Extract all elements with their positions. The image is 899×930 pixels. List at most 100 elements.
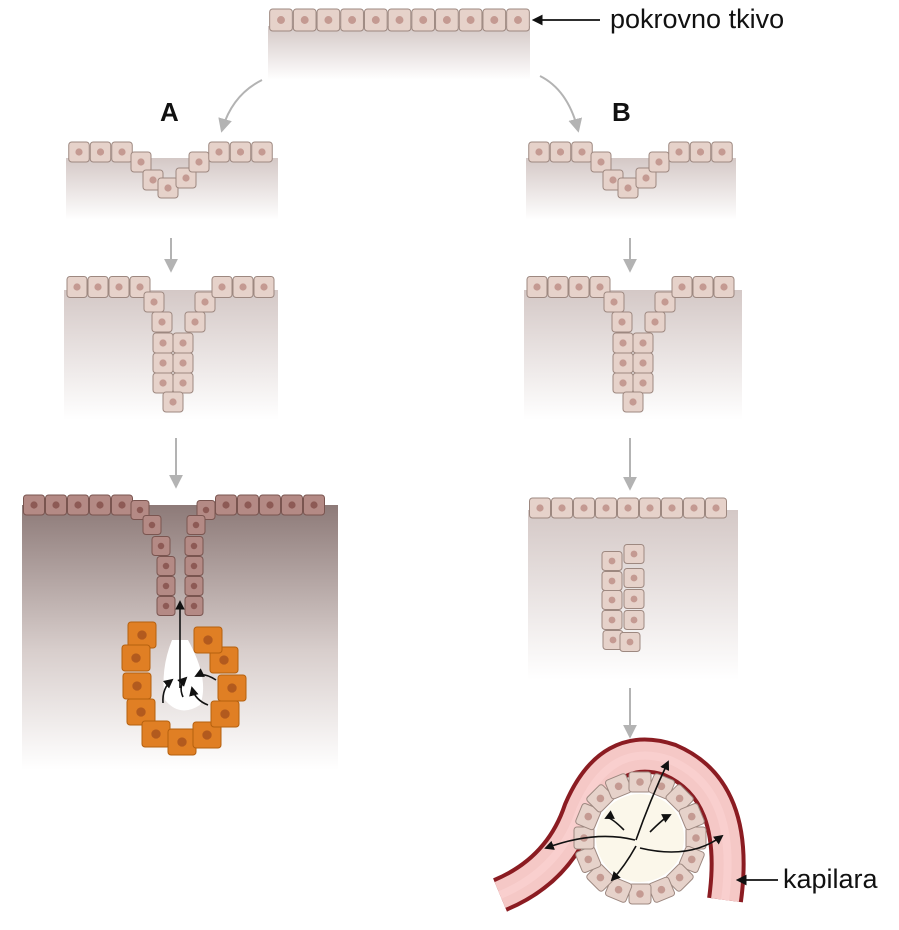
cell-nucleus bbox=[190, 542, 198, 550]
cell-nucleus bbox=[179, 379, 187, 387]
cell-nucleus bbox=[348, 16, 357, 24]
cell-nucleus bbox=[675, 794, 684, 803]
secretion-arrow-3 bbox=[189, 686, 209, 706]
cell-nucleus bbox=[535, 148, 543, 156]
cell-nucleus bbox=[630, 574, 638, 582]
cell-nucleus bbox=[201, 298, 209, 306]
cell-nucleus bbox=[554, 283, 562, 291]
cell-nucleus bbox=[584, 855, 593, 864]
cell-nucleus bbox=[74, 501, 82, 509]
cell-nucleus bbox=[608, 577, 616, 585]
epithelial-cells bbox=[23, 8, 735, 756]
cell-nucleus bbox=[630, 550, 638, 558]
cell-nucleus bbox=[636, 890, 644, 898]
cell-nucleus bbox=[699, 283, 707, 291]
cell-nucleus bbox=[675, 148, 683, 156]
cell-nucleus bbox=[609, 176, 617, 184]
path-a-label: A bbox=[160, 97, 179, 127]
cell-nucleus bbox=[630, 616, 638, 624]
cell-nucleus bbox=[687, 812, 696, 821]
capillary-center bbox=[498, 751, 732, 901]
cell-nucleus bbox=[395, 16, 404, 24]
cell-nucleus bbox=[179, 359, 187, 367]
cell-nucleus bbox=[30, 501, 38, 509]
follicle-lumen bbox=[596, 794, 684, 882]
cell-nucleus bbox=[609, 636, 617, 644]
cell-nucleus bbox=[192, 521, 200, 529]
cell-nucleus bbox=[490, 16, 499, 24]
cell-nucleus bbox=[162, 582, 170, 590]
cell-nucleus bbox=[610, 298, 618, 306]
cell-nucleus bbox=[657, 885, 666, 894]
cell-nucleus bbox=[75, 148, 83, 156]
cell-nucleus bbox=[618, 318, 626, 326]
cell-nucleus bbox=[73, 283, 81, 291]
cell-nucleus bbox=[639, 339, 647, 347]
cell-nucleus bbox=[597, 158, 605, 166]
cell-nucleus bbox=[608, 596, 616, 604]
cell-nucleus bbox=[136, 506, 144, 514]
cell-nucleus bbox=[244, 501, 252, 509]
cell-nucleus bbox=[300, 16, 309, 24]
cell-nucleus bbox=[132, 681, 142, 691]
cell-nucleus bbox=[533, 283, 541, 291]
arrow-top-to-b bbox=[539, 75, 583, 133]
cell-nucleus bbox=[218, 283, 226, 291]
cell-nucleus bbox=[190, 602, 198, 610]
hormone-arrow-1 bbox=[635, 760, 670, 841]
cell-nucleus bbox=[624, 184, 632, 192]
cell-nucleus bbox=[151, 729, 161, 739]
cell-nucleus bbox=[215, 148, 223, 156]
cell-nucleus bbox=[202, 506, 210, 514]
hormone-arrow-5 bbox=[649, 814, 672, 833]
cell-nucleus bbox=[661, 298, 669, 306]
cell-nucleus bbox=[580, 504, 588, 512]
top-tissue-label: pokrovno tkivo bbox=[610, 4, 785, 34]
cell-nucleus bbox=[191, 318, 199, 326]
cell-nucleus bbox=[619, 379, 627, 387]
cell-nucleus bbox=[222, 501, 230, 509]
hormone-arrow-3 bbox=[639, 834, 724, 853]
cell-nucleus bbox=[608, 616, 616, 624]
hormone-arrow-6 bbox=[604, 810, 625, 831]
cell-nucleus bbox=[137, 630, 147, 640]
cell-nucleus bbox=[96, 501, 104, 509]
label-pointers bbox=[531, 14, 778, 886]
cell-nucleus bbox=[159, 359, 167, 367]
cell-nucleus bbox=[371, 16, 380, 24]
cell-nucleus bbox=[624, 504, 632, 512]
cell-nucleus bbox=[182, 174, 190, 182]
cell-nucleus bbox=[169, 398, 177, 406]
cell-nucleus bbox=[266, 501, 274, 509]
cell-nucleus bbox=[118, 148, 126, 156]
cell-nucleus bbox=[596, 283, 604, 291]
cell-nucleus bbox=[692, 834, 700, 842]
cell-nucleus bbox=[115, 283, 123, 291]
hormone-arrow-4 bbox=[610, 845, 637, 882]
secretion-arrow-4 bbox=[194, 668, 217, 681]
hormone-arrow-2 bbox=[544, 835, 636, 850]
cell-nucleus bbox=[258, 148, 266, 156]
cell-nucleus bbox=[712, 504, 720, 512]
cell-nucleus bbox=[442, 16, 451, 24]
cell-nucleus bbox=[642, 174, 650, 182]
cell-nucleus bbox=[157, 542, 165, 550]
cell-nucleus bbox=[619, 359, 627, 367]
cell-nucleus bbox=[227, 683, 237, 693]
cell-nucleus bbox=[575, 283, 583, 291]
cell-nucleus bbox=[260, 283, 268, 291]
cell-nucleus bbox=[558, 504, 566, 512]
cell-nucleus bbox=[514, 16, 522, 24]
cell-nucleus bbox=[687, 855, 696, 864]
cell-nucleus bbox=[149, 176, 157, 184]
cell-nucleus bbox=[310, 501, 318, 509]
cell-nucleus bbox=[596, 794, 605, 803]
cell-nucleus bbox=[696, 148, 705, 156]
cell-nucleus bbox=[578, 148, 586, 156]
cell-nucleus bbox=[52, 501, 60, 509]
cell-nucleus bbox=[639, 379, 647, 387]
cell-nucleus bbox=[148, 521, 156, 529]
capillary-label: kapilara bbox=[783, 864, 878, 894]
cell-nucleus bbox=[219, 655, 229, 665]
